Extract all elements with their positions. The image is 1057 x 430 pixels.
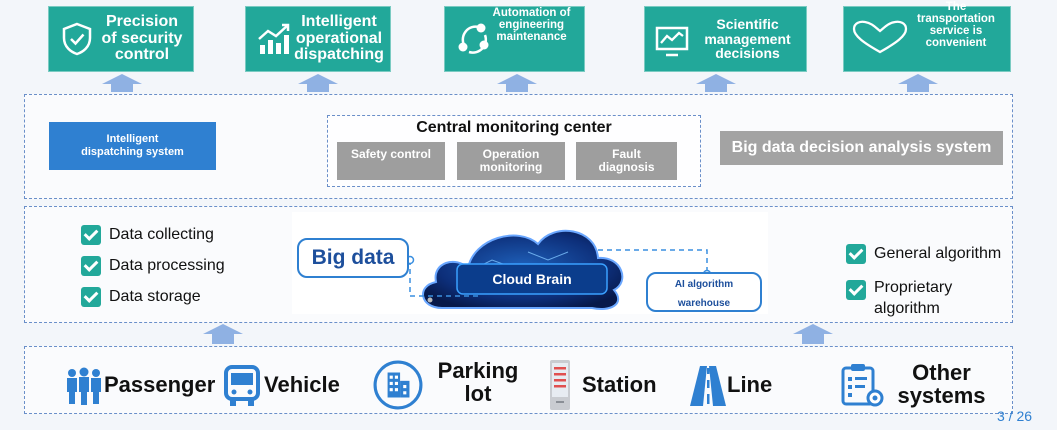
other-systems-label: Other systems	[897, 360, 986, 409]
up-arrow-stem	[307, 84, 329, 92]
check-data-collecting: Data collecting	[81, 225, 214, 245]
up-arrow-stem	[705, 84, 727, 92]
parking-building-icon	[373, 360, 423, 410]
goal-engineering-maintenance: Automation of engineering maintenance	[444, 6, 585, 72]
up-arrow	[696, 74, 736, 84]
goal-management-decisions: Scientific management decisions	[644, 6, 807, 72]
operation-monitoring-label: Operation monitoring	[479, 146, 543, 174]
big-data-decision-label: Big data decision analysis system	[731, 139, 992, 157]
goal-operational-dispatching: Intelligent operational dispatching	[245, 6, 391, 72]
up-arrow-stem	[506, 84, 528, 92]
up-arrow-stem	[212, 334, 234, 344]
up-arrow	[203, 324, 243, 334]
check-label: Proprietary algorithm	[874, 279, 953, 317]
goal-security-control: Precision of security control	[48, 6, 194, 72]
shield-check-icon	[62, 22, 92, 56]
bus-icon	[224, 365, 260, 406]
check-general-algorithm: General algorithm	[846, 244, 1001, 264]
monitor-chart-icon	[655, 26, 689, 57]
road-line-icon	[690, 366, 726, 406]
check-data-processing: Data processing	[81, 256, 225, 276]
central-monitoring-title: Central monitoring center	[416, 119, 612, 136]
network-nodes-icon	[458, 23, 489, 54]
safety-control-label: Safety control	[350, 147, 431, 162]
intelligent-dispatching-box: Intelligent dispatching system	[49, 122, 216, 170]
check-label: Data storage	[109, 288, 201, 305]
bar-chart-growth-icon	[258, 23, 290, 54]
ai-algorithm-badge: AI algorithm warehouse	[646, 272, 762, 312]
goal-label: Intelligent operational dispatching	[294, 12, 384, 64]
up-arrow	[497, 74, 537, 84]
goal-label: Scientific management decisions	[704, 15, 791, 62]
checkbox-icon	[81, 287, 101, 307]
goal-label: Precision of security control	[101, 12, 183, 64]
checkbox-icon	[81, 225, 101, 245]
operation-monitoring-box: Operation monitoring	[457, 142, 565, 180]
up-arrow	[898, 74, 938, 84]
goal-transportation-service: The transportation service is convenient	[843, 1, 1011, 72]
vehicle-label: Vehicle	[264, 372, 340, 397]
ai-algorithm-line2: warehouse	[677, 298, 731, 309]
up-arrow-stem	[111, 84, 133, 92]
check-label: Data processing	[109, 257, 225, 274]
page-number: 3 / 26	[997, 408, 1033, 424]
clipboard-settings-icon	[841, 364, 884, 407]
passenger-label: Passenger	[104, 372, 216, 397]
fault-diagnosis-box: Fault diagnosis	[576, 142, 677, 180]
heart-icon	[852, 20, 908, 54]
up-arrow-stem	[802, 334, 824, 344]
cloud-brain-illustration	[405, 229, 712, 310]
up-arrow	[793, 324, 833, 334]
ai-algorithm-line1: AI algorithm	[674, 279, 734, 290]
station-label: Station	[582, 372, 657, 397]
big-data-label: Big data	[311, 246, 395, 269]
station-kiosk-icon	[550, 360, 570, 410]
up-arrow	[102, 74, 142, 84]
checkbox-icon	[846, 280, 866, 300]
line-label: Line	[727, 372, 773, 397]
checkbox-icon	[81, 256, 101, 276]
big-data-decision-box: Big data decision analysis system	[720, 131, 1003, 165]
safety-control-box: Safety control	[337, 142, 445, 180]
cloud-brain-graphic: Big data Cloud Brain AI algorithm wareho…	[292, 212, 768, 314]
fault-diagnosis-label: Fault diagnosis	[598, 146, 655, 174]
checkbox-icon	[846, 244, 866, 264]
goal-label: The transportation service is convenient	[917, 0, 995, 50]
cloud-brain-label: Cloud Brain	[492, 271, 572, 287]
big-data-badge: Big data	[297, 238, 409, 278]
passenger-icon	[67, 367, 101, 405]
parking-lot-label: Parking lot	[437, 358, 519, 407]
up-arrow-stem	[907, 84, 929, 92]
check-data-storage: Data storage	[81, 287, 201, 307]
dispatching-label: Intelligent dispatching system	[81, 133, 184, 158]
check-label: General algorithm	[874, 245, 1002, 262]
goal-label: Automation of engineering maintenance	[492, 6, 571, 44]
check-label: Data collecting	[109, 226, 214, 243]
check-proprietary-algorithm: Proprietary algorithm	[846, 279, 984, 320]
up-arrow	[298, 74, 338, 84]
